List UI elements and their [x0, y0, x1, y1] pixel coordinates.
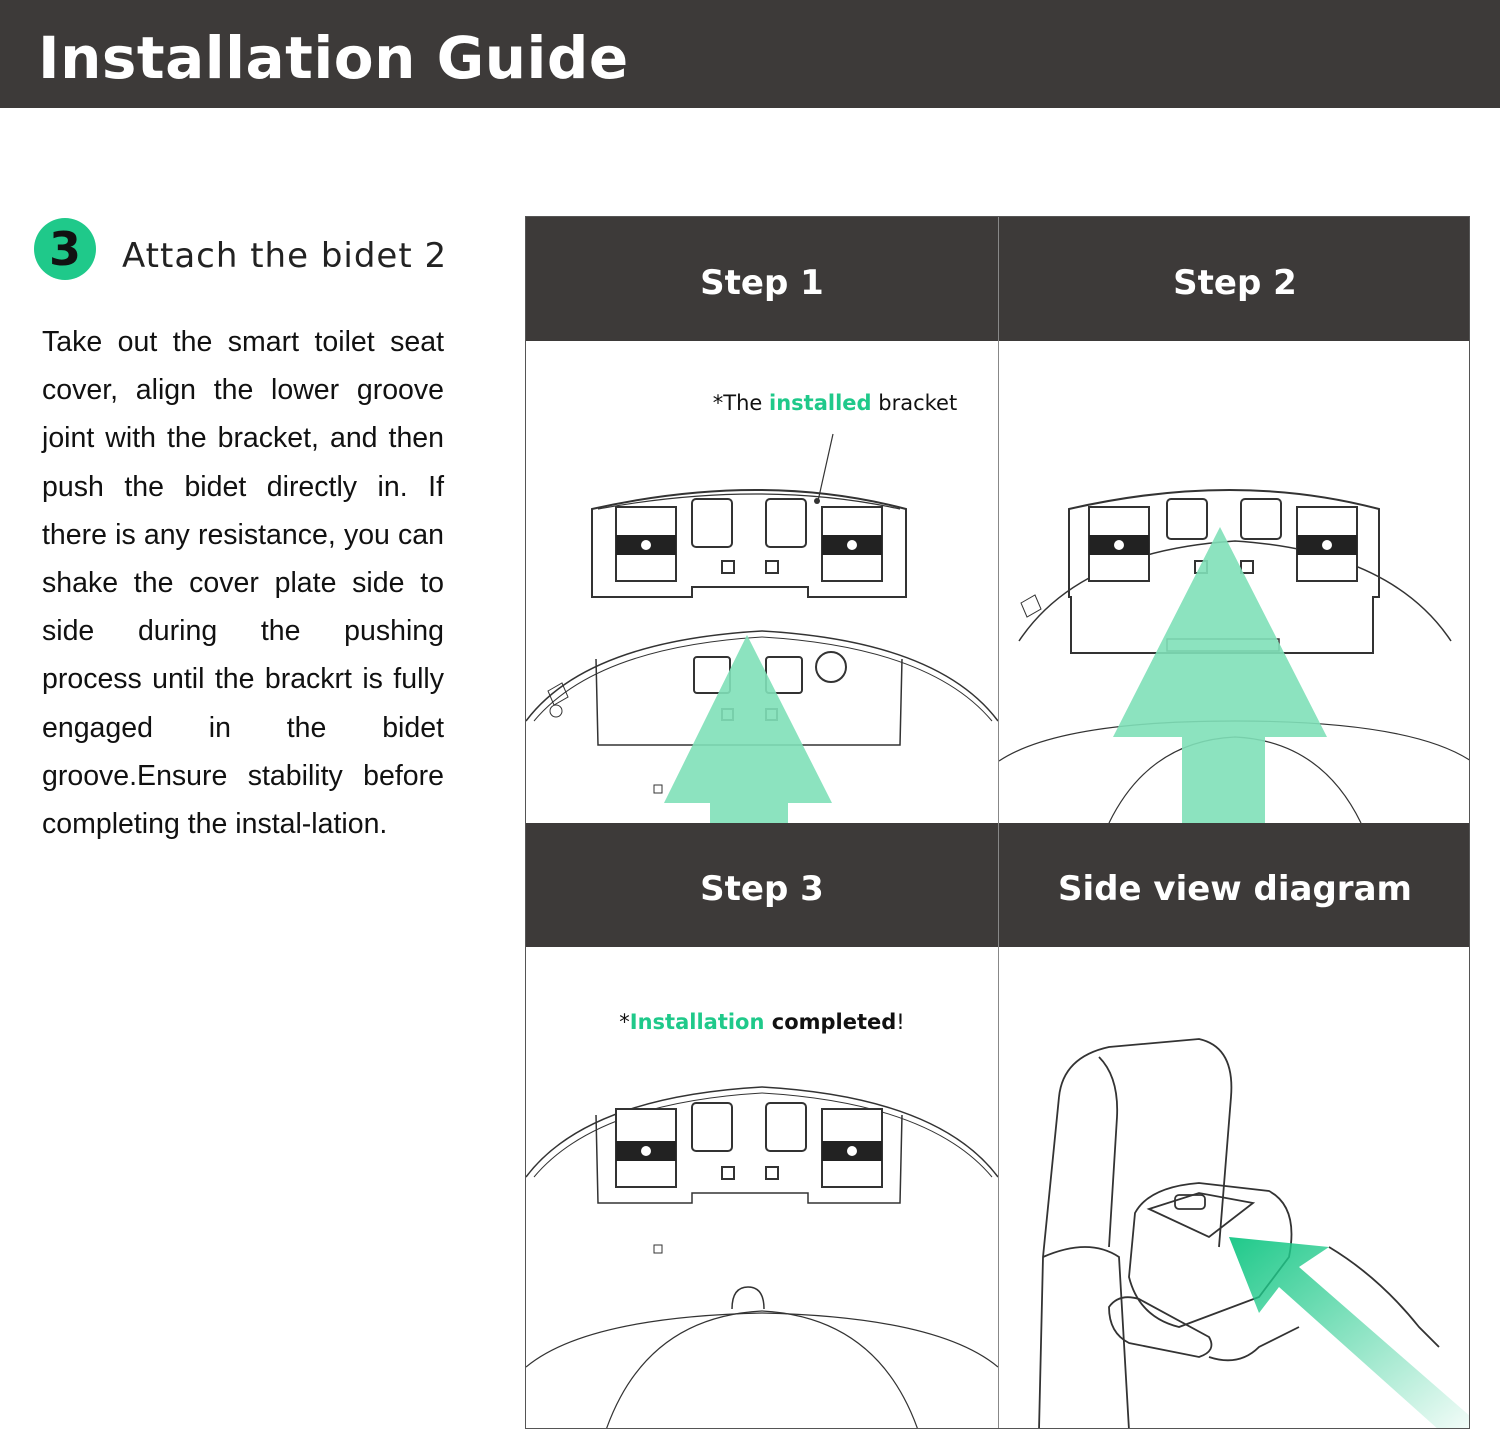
step-number-badge: 3	[34, 218, 96, 280]
panel-step2-title: Step 2	[999, 217, 1469, 341]
side-view-illustration	[999, 947, 1469, 1428]
header-bar: Installation Guide	[0, 0, 1500, 108]
panel-side-view-title: Side view diagram	[999, 823, 1469, 947]
page-title: Installation Guide	[38, 24, 629, 92]
steps-grid: Step 1 *The installed bracket	[525, 216, 1470, 1429]
step2-illustration	[999, 341, 1469, 823]
step3-illustration	[526, 947, 998, 1428]
installation-completed-note: *Installation completed!	[619, 1010, 905, 1034]
panel-step1-title: Step 1	[526, 217, 998, 341]
panel-step3: Step 3 *Installation completed!	[526, 823, 998, 1428]
instruction-text: Take out the smart toilet seat cover, al…	[42, 326, 444, 841]
panel-step2: Step 2	[999, 217, 1469, 823]
panel-side-view: Side view diagram	[999, 823, 1469, 1428]
step-title: Attach the bidet 2	[122, 236, 448, 276]
step1-illustration	[526, 341, 998, 823]
panel-step1: Step 1 *The installed bracket	[526, 217, 998, 823]
panel-step3-title: Step 3	[526, 823, 998, 947]
installed-bracket-note: *The installed bracket	[712, 391, 958, 415]
grid-divider	[998, 217, 999, 1428]
